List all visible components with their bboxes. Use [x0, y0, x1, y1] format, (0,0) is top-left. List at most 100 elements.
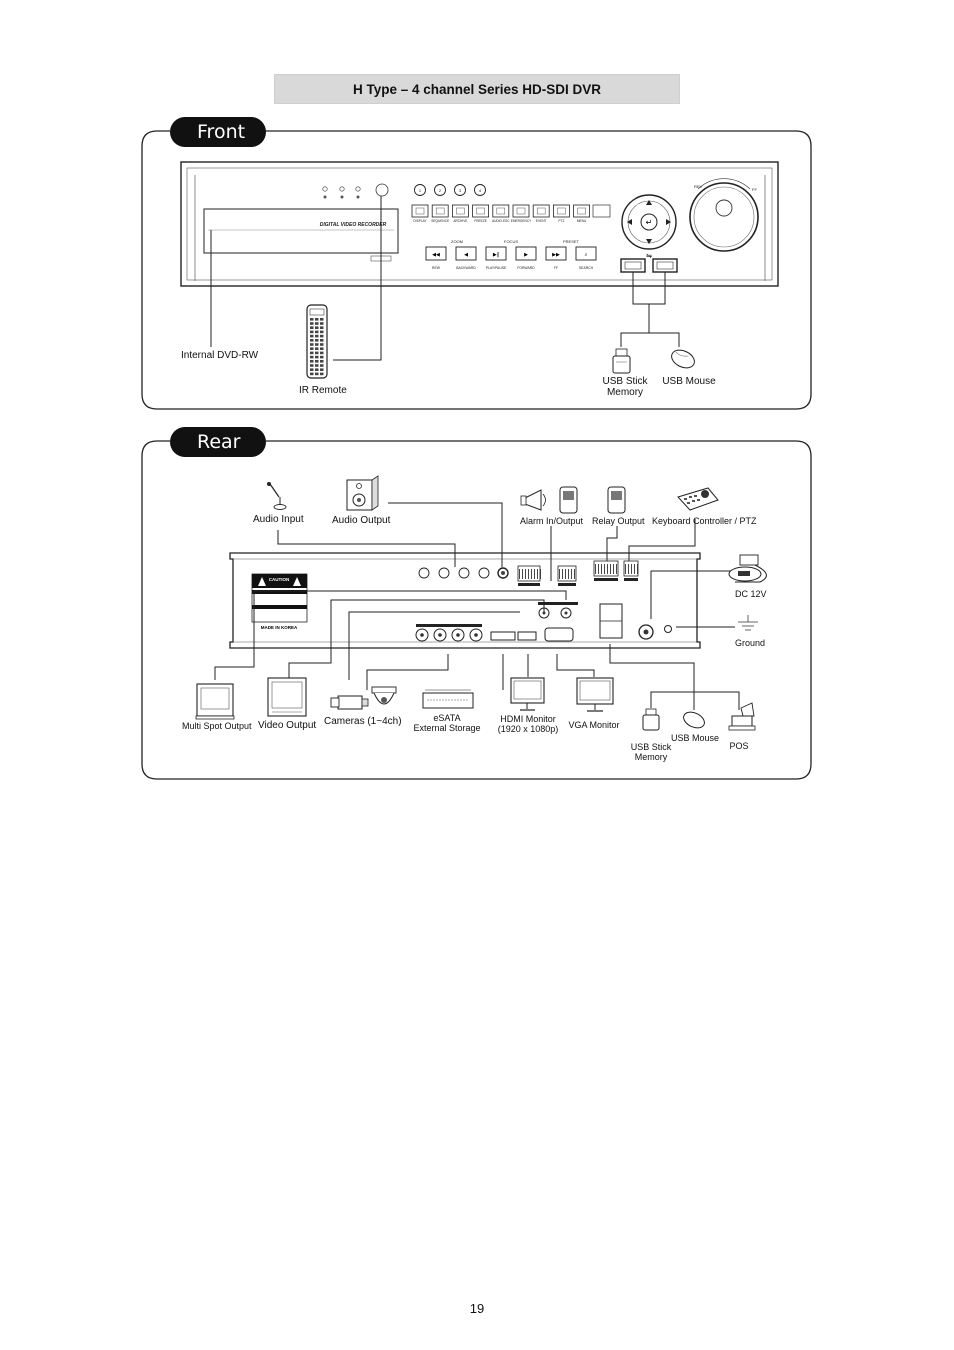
esata-port [490, 631, 516, 641]
playback-button[interactable] [515, 246, 537, 261]
function-button-label: FREEZE [474, 219, 487, 223]
remote-key [310, 355, 314, 359]
ptz-label-focus: FOCUS [504, 239, 518, 244]
label-relay-output: Relay Output [592, 516, 645, 526]
remote-key [315, 318, 319, 321]
label-esata-line2: External Storage [413, 723, 481, 733]
made-in-korea: MADE IN KOREA [261, 625, 298, 630]
rear-section-tab: Rear [170, 427, 266, 457]
playback-glyph: ▶▶ [552, 252, 560, 258]
playback-button-label: PLAY/PAUSE [486, 266, 507, 270]
function-button-label: ARCHIVE [453, 219, 467, 223]
audio-input-jack [418, 567, 430, 579]
remote-key [320, 326, 324, 329]
label-rear-usb-mouse: USB Mouse [670, 733, 720, 743]
jog-label-rev: REV [694, 184, 703, 189]
remote-key [310, 322, 314, 325]
remote-key [315, 368, 319, 371]
ir-remote-icon [306, 304, 328, 379]
channel-button-4[interactable] [474, 184, 486, 196]
function-button-label: PTZ [558, 219, 564, 223]
label-ground: Ground [735, 638, 766, 648]
power-adapter-icon [728, 554, 767, 583]
remote-key [310, 372, 314, 376]
relay-sensor-icon [607, 486, 626, 514]
remote-key [315, 360, 319, 363]
label-rear-usb-stick-line1: USB Stick [630, 742, 672, 752]
playback-glyph: ⌕ [585, 252, 588, 258]
remote-key [315, 355, 319, 359]
ir-receiver [375, 183, 389, 197]
label-usb-stick-line1: USB Stick [602, 376, 648, 387]
label-internal-dvd: Internal DVD-RW [181, 350, 259, 361]
label-pos: POS [729, 741, 749, 751]
remote-key [310, 347, 314, 350]
label-esata-line1: eSATA [433, 713, 461, 723]
playback-button[interactable] [545, 246, 567, 261]
remote-key [310, 334, 314, 338]
label-hdmi-line1: HDMI Monitor [500, 714, 556, 724]
remote-key [320, 351, 324, 355]
panel-text: DIGITAL VIDEO RECORDER [320, 222, 387, 228]
playback-button[interactable] [455, 246, 477, 261]
channel-button-label: 3 [459, 188, 462, 193]
remote-key [320, 360, 324, 363]
hdmi-port [517, 631, 537, 641]
keyboard-controller-icon [677, 487, 719, 511]
label-vga-monitor: VGA Monitor [568, 720, 620, 730]
label-usb-stick-line2: Memory [606, 387, 644, 398]
usb-mouse-icon [671, 349, 695, 369]
ground-terminal [664, 625, 672, 633]
label-keyboard-controller: Keyboard Controller / PTZ [652, 516, 757, 526]
remote-key [315, 351, 319, 355]
remote-key [310, 330, 314, 334]
label-video-output: Video Output [258, 720, 317, 731]
remote-key [310, 326, 314, 329]
playback-button[interactable] [485, 246, 507, 261]
channel-button-2[interactable] [434, 184, 446, 196]
function-button-label: EVENT [536, 219, 547, 223]
playback-glyph: ▶ [524, 252, 528, 258]
function-button-label: AUDIO-ESC [492, 219, 510, 223]
label-audio-output: Audio Output [332, 515, 391, 526]
remote-key [320, 347, 324, 350]
label-cameras: Cameras (1~4ch) [324, 716, 402, 727]
remote-key [320, 372, 324, 376]
function-button-label: SEQUENCE [431, 219, 449, 223]
channel-button-1[interactable] [414, 184, 426, 196]
vga-port [544, 627, 574, 642]
label-ir-remote: IR Remote [299, 385, 347, 396]
esata-storage-icon [422, 689, 474, 709]
remote-key [315, 372, 319, 376]
remote-key [320, 339, 324, 342]
playback-button[interactable] [425, 246, 447, 261]
channel-button-label: 1 [419, 188, 422, 193]
label-dc12v: DC 12V [735, 589, 767, 599]
channel-button-3[interactable] [454, 184, 466, 196]
box-camera-icon [330, 695, 369, 710]
vga-monitor-icon [576, 677, 614, 712]
alarm-sensor-icon [559, 486, 578, 514]
label-alarm-io: Alarm In/Output [520, 516, 584, 526]
rear-usb-stick-icon [642, 708, 660, 731]
remote-key [315, 339, 319, 342]
jog-label-ff: FF [752, 187, 757, 192]
remote-key [315, 322, 319, 325]
label-rear-usb-stick-line2: Memory [634, 752, 668, 762]
remote-key [310, 360, 314, 363]
ground-icon [738, 615, 758, 631]
playback-button[interactable] [575, 246, 597, 261]
rear-usb-mouse-icon [683, 711, 705, 729]
remote-key [320, 364, 324, 367]
svg-text:⇋: ⇋ [646, 252, 652, 260]
audio-input-jack [458, 567, 470, 579]
label-hdmi-line2: (1920 x 1080p) [497, 724, 559, 734]
remote-key [310, 318, 314, 321]
remote-key [310, 351, 314, 355]
terminal-block [517, 565, 541, 582]
remote-key [320, 322, 324, 325]
remote-key [320, 343, 324, 346]
playback-button-label: SEARCH [579, 266, 594, 270]
video-output-monitor-icon [267, 677, 307, 717]
front-section-tab: Front [170, 117, 266, 147]
